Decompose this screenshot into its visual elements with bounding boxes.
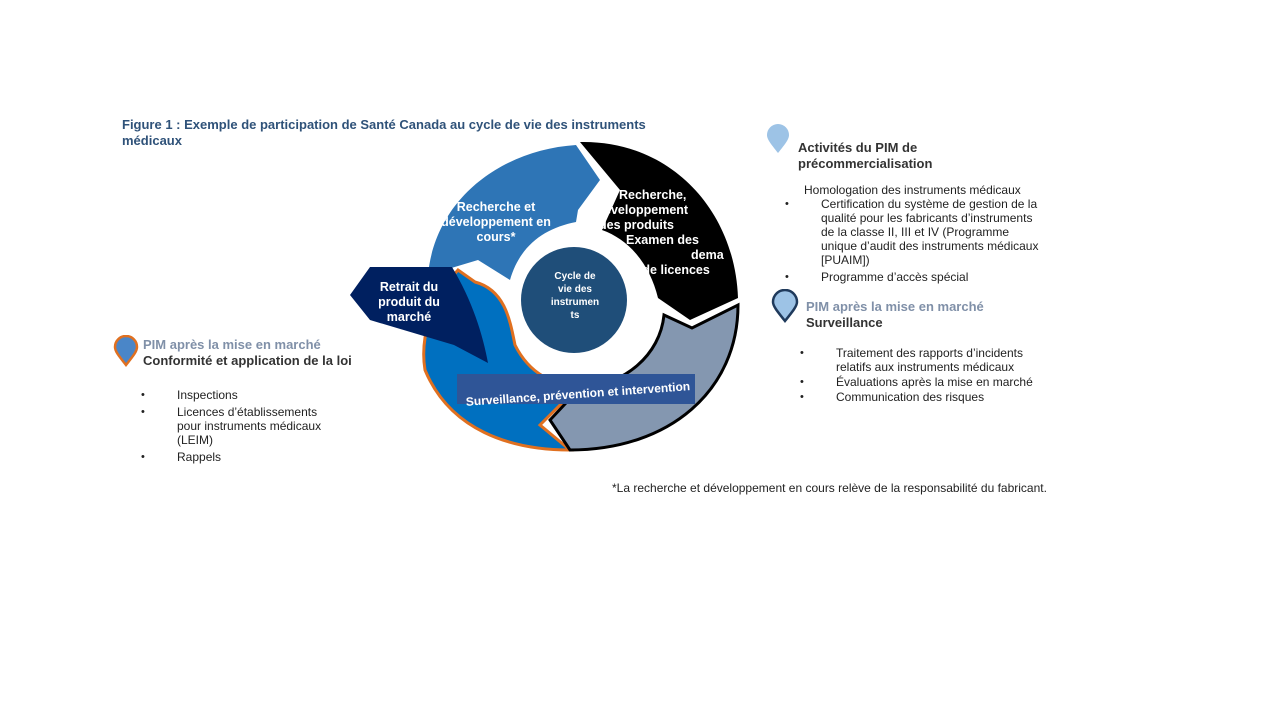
right-heading-dark: Surveillance [806,315,883,330]
center-label: Cycle de vie des instrumen ts [544,270,606,322]
segment-retrait-label: Retrait du produit du marché [370,280,448,325]
segment-premarket-line: des produits [599,218,675,232]
list-item: Évaluations après la mise en marché [800,375,1040,389]
segment-premarket [580,141,738,320]
segment-premarket-line: Développement [595,203,689,217]
list-item: Licences d’établissements pour instrumen… [141,405,331,447]
segment-premarket-line: dema [691,248,724,262]
center-line: vie des [558,284,592,295]
map-pin-icon [113,334,139,368]
list-item: Certification du système de gestion de l… [785,197,1047,267]
segment-rd-line: Recherche et [456,200,536,214]
list-item: Communication des risques [800,390,1040,404]
segment-premarket-label: Recherche, Développement des produits Ex… [594,188,724,278]
right-bottom-list: Traitement des rapports d’incidents rela… [800,346,1040,407]
left-panel-list: Inspections Licences d’établissements po… [141,388,331,467]
segment-retrait-line: Retrait du [379,280,439,294]
list-item: Inspections [141,388,331,402]
segment-retrait-line: marché [386,310,432,324]
right-heading-muted: PIM après la mise en marché [806,299,984,314]
lifecycle-diagram-graphic: Surveillance, prévention et intervention [350,141,740,452]
map-pin-icon [771,288,799,324]
right-top-intro: Homologation des instruments médicaux [804,183,1021,197]
center-line: instrumen [550,297,600,308]
footnote: *La recherche et développement en cours … [612,481,1047,495]
segment-rd [428,145,600,280]
right-bottom-heading: PIM après la mise en marché Surveillance [806,299,1026,331]
segment-premarket-line: Examen des [626,233,699,247]
surveillance-band [457,374,695,404]
center-line: ts [570,310,580,321]
center-line: Cycle de [554,271,596,282]
right-top-list: Certification du système de gestion de l… [785,197,1047,287]
left-heading-muted: PIM après la mise en marché [143,337,321,352]
list-item: Rappels [141,450,331,464]
left-heading-dark: Conformité et application de la loi [143,353,352,368]
segment-retrait-line: produit du [378,295,440,309]
list-item: Traitement des rapports d’incidents rela… [800,346,1040,374]
segment-premarket-line: s de licences [632,263,710,277]
list-item: Programme d’accès spécial [785,270,1047,284]
segment-rd-label: Recherche et développement en cours* [436,200,556,245]
segment-retrait [350,267,488,363]
left-panel-heading: PIM après la mise en marché Conformité e… [143,337,383,369]
lifecycle-diagram: Surveillance, prévention et intervention… [340,130,760,470]
right-top-heading: Activités du PIM de précommercialisation [798,140,933,171]
figure-title: Figure 1 : Exemple de participation de S… [122,117,646,148]
segment-rd-line: cours* [476,230,516,244]
map-pin-icon [765,123,791,155]
center-circle [521,247,627,353]
segment-premarket-line: Recherche, [619,188,687,202]
segment-rd-line: développement en [441,215,551,229]
